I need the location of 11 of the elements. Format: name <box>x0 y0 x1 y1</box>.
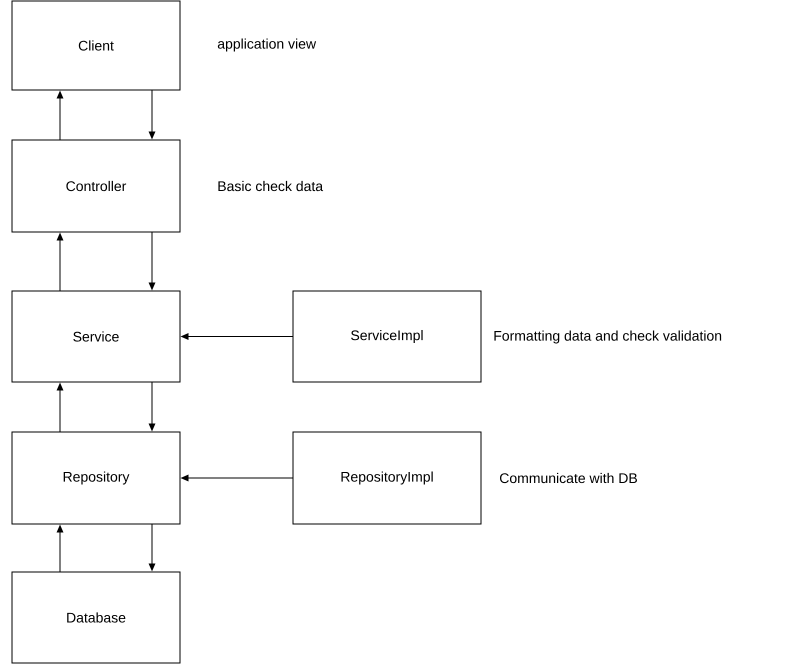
process-box: Controller <box>12 140 180 232</box>
process-box: RepositoryImpl <box>292 432 482 524</box>
description-text: Communicate with DB <box>500 472 637 484</box>
process-box: Repository <box>12 432 180 524</box>
process-box: Client <box>12 0 180 90</box>
process-box: ServiceImpl <box>292 290 482 382</box>
description-text: Formatting data and check validation <box>494 330 722 344</box>
process-box: Database <box>12 571 180 664</box>
description-text: Basic check data <box>218 180 324 192</box>
process-box: Service <box>12 290 180 382</box>
description-text: application view <box>218 38 316 52</box>
